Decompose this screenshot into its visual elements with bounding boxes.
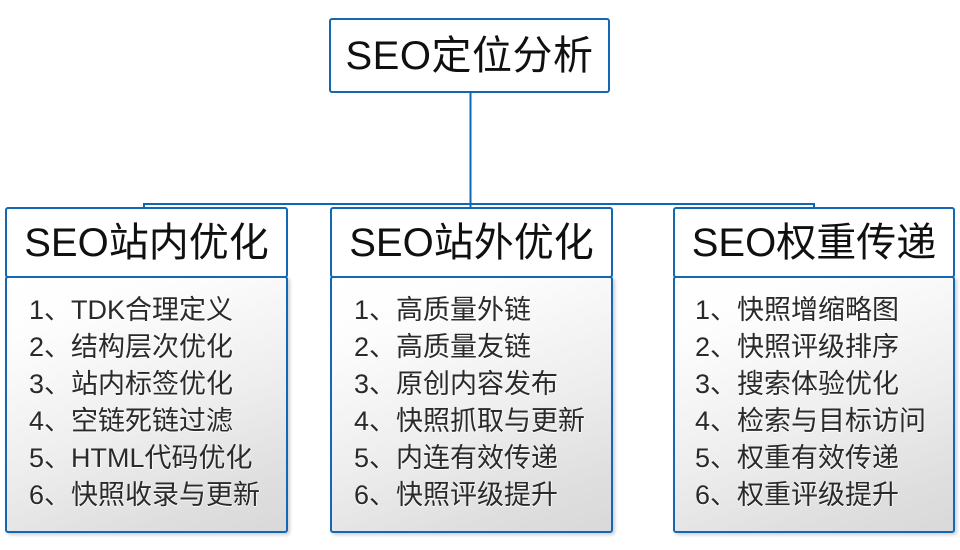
list-item: 1、快照增缩略图 [695, 295, 900, 325]
branch-header-seo-onsite[interactable]: SEO站内优化 [5, 207, 288, 278]
branch-body-seo-weight: 1、快照增缩略图 2、快照评级排序 3、搜索体验优化 4、检索与目标访问 5、权… [673, 276, 955, 533]
list-item: 1、TDK合理定义 [29, 295, 234, 325]
item-list-seo-offsite: 1、高质量外链 2、高质量友链 3、原创内容发布 4、快照抓取与更新 5、内连有… [332, 292, 611, 514]
list-item: 5、内连有效传递 [354, 443, 559, 473]
list-item: 2、高质量友链 [354, 332, 532, 362]
list-item: 6、权重评级提升 [695, 480, 900, 510]
list-item: 4、检索与目标访问 [695, 406, 927, 436]
branch-header-seo-weight[interactable]: SEO权重传递 [673, 207, 955, 278]
branch-seo-onsite: SEO站内优化 1、TDK合理定义 2、结构层次优化 3、站内标签优化 4、空链… [5, 207, 288, 533]
list-item: 2、快照评级排序 [695, 332, 900, 362]
item-list-seo-onsite: 1、TDK合理定义 2、结构层次优化 3、站内标签优化 4、空链死链过滤 5、H… [7, 292, 286, 514]
list-item: 4、空链死链过滤 [29, 406, 234, 436]
list-item: 1、高质量外链 [354, 295, 532, 325]
branch-body-seo-offsite: 1、高质量外链 2、高质量友链 3、原创内容发布 4、快照抓取与更新 5、内连有… [330, 276, 613, 533]
list-item: 3、搜索体验优化 [695, 369, 900, 399]
list-item: 6、快照评级提升 [354, 480, 559, 510]
list-item: 3、站内标签优化 [29, 369, 234, 399]
list-item: 5、权重有效传递 [695, 443, 900, 473]
root-node[interactable]: SEO定位分析 [329, 18, 610, 93]
branch-seo-weight: SEO权重传递 1、快照增缩略图 2、快照评级排序 3、搜索体验优化 4、检索与… [673, 207, 955, 533]
branch-body-seo-onsite: 1、TDK合理定义 2、结构层次优化 3、站内标签优化 4、空链死链过滤 5、H… [5, 276, 288, 533]
branch-header-label: SEO站内优化 [24, 220, 269, 265]
branch-header-seo-offsite[interactable]: SEO站外优化 [330, 207, 613, 278]
branch-header-label: SEO站外优化 [349, 220, 594, 265]
root-node-label: SEO定位分析 [345, 33, 594, 78]
branch-header-label: SEO权重传递 [691, 220, 937, 265]
item-list-seo-weight: 1、快照增缩略图 2、快照评级排序 3、搜索体验优化 4、检索与目标访问 5、权… [675, 292, 953, 514]
list-item: 4、快照抓取与更新 [354, 406, 586, 436]
branch-seo-offsite: SEO站外优化 1、高质量外链 2、高质量友链 3、原创内容发布 4、快照抓取与… [330, 207, 613, 533]
list-item: 6、快照收录与更新 [29, 480, 261, 510]
list-item: 2、结构层次优化 [29, 332, 234, 362]
list-item: 3、原创内容发布 [354, 369, 559, 399]
list-item: 5、HTML代码优化 [29, 443, 253, 473]
